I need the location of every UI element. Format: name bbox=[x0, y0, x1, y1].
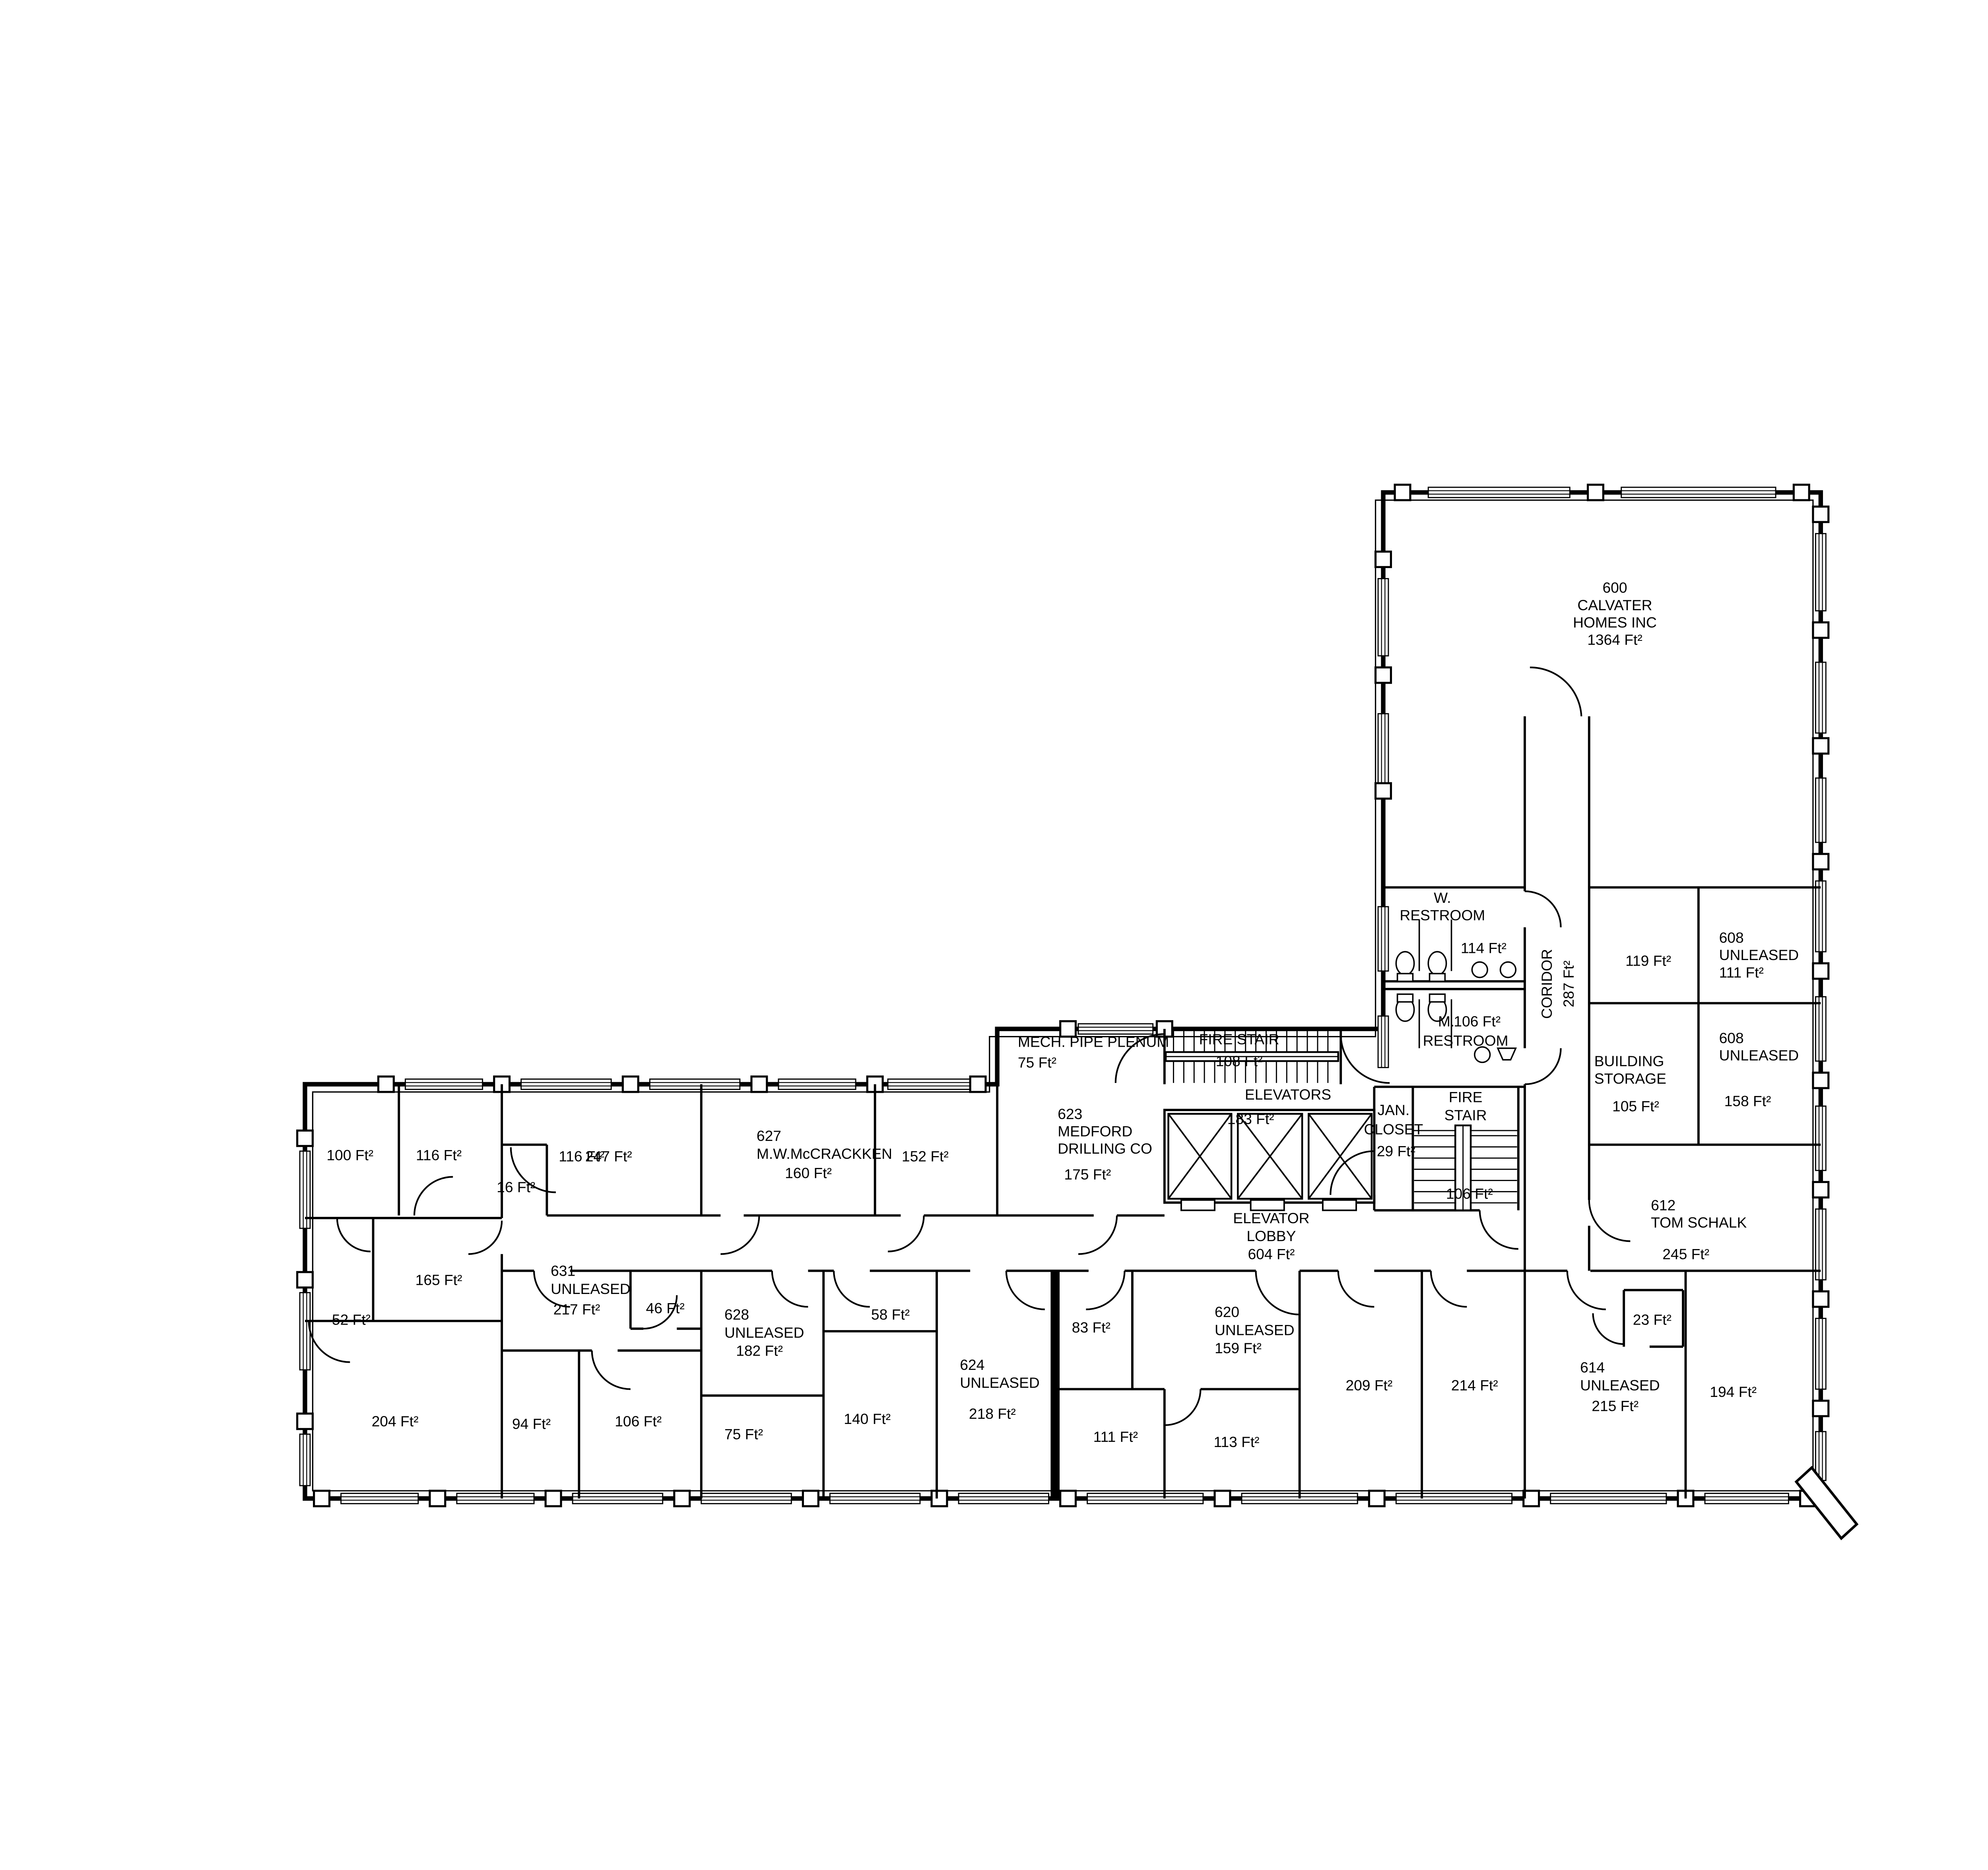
label-room-16-area: 16 Ft² bbox=[497, 1179, 535, 1195]
label-room-140-area: 140 Ft² bbox=[844, 1410, 891, 1427]
sink-icon bbox=[1471, 961, 1517, 1063]
label-room-58-area: 58 Ft² bbox=[871, 1306, 910, 1323]
label-w-restroom-area: 114 Ft² bbox=[1461, 939, 1507, 956]
interior-walls bbox=[305, 716, 1821, 1499]
urinal-icon bbox=[1497, 1048, 1517, 1061]
label-room-214-area: 214 Ft² bbox=[1451, 1377, 1498, 1394]
label-fire-stair-top: FIRE STAIR bbox=[1199, 1031, 1279, 1048]
toilet-icon bbox=[1395, 951, 1447, 1022]
label-room-75-area: 75 Ft² bbox=[724, 1426, 763, 1443]
label-fire-stair-top-area: 108 Ft² bbox=[1216, 1053, 1263, 1069]
label-room-152-area: 152 Ft² bbox=[902, 1148, 949, 1165]
exit-ramp bbox=[1794, 1466, 1859, 1540]
label-room-52-area: 52 Ft² bbox=[332, 1311, 371, 1328]
label-room-119-area: 119 Ft² bbox=[1625, 952, 1671, 969]
label-room-94-area: 94 Ft² bbox=[512, 1416, 551, 1432]
label-elevators: ELEVATORS bbox=[1245, 1086, 1331, 1103]
label-room-165-area: 165 Ft² bbox=[415, 1271, 462, 1288]
label-w-restroom: W.RESTROOM bbox=[1400, 889, 1485, 923]
label-room-100-area: 100 Ft² bbox=[326, 1146, 373, 1163]
label-m-restroom-prefix: M. bbox=[1438, 1013, 1454, 1030]
restroom-fixtures bbox=[1395, 919, 1517, 1063]
door-arcs bbox=[308, 666, 1631, 1426]
label-m-restroom: RESTROOM bbox=[1423, 1032, 1508, 1049]
label-storage-area: 105 Ft² bbox=[1612, 1098, 1659, 1114]
label-room-116b-area: 116 Ft² bbox=[559, 1148, 604, 1165]
label-jan-closet: JAN.CLOSET bbox=[1364, 1102, 1423, 1138]
label-room-608-s-area: 158 Ft² bbox=[1724, 1092, 1771, 1109]
label-room-209-area: 209 Ft² bbox=[1345, 1377, 1392, 1394]
fire-stair-top-geometry bbox=[1165, 1030, 1339, 1083]
label-elevator-lobby-area: 604 Ft² bbox=[1248, 1246, 1295, 1263]
label-room-116-area: 116 Ft² bbox=[416, 1146, 462, 1163]
label-room-623-area: 175 Ft² bbox=[1064, 1166, 1111, 1183]
label-room-46-area: 46 Ft² bbox=[646, 1300, 685, 1316]
label-room-111-area: 111 Ft² bbox=[1093, 1428, 1138, 1445]
label-room-113-area: 113 Ft² bbox=[1213, 1434, 1259, 1450]
elevator-core bbox=[1163, 1109, 1376, 1211]
label-room-106-area: 106 Ft² bbox=[615, 1413, 662, 1430]
label-room-247-area: 247 Ft² bbox=[585, 1148, 632, 1165]
fire-stair-bottom-geometry bbox=[1413, 1124, 1518, 1211]
label-fire-stair-bot-area: 106 Ft² bbox=[1446, 1185, 1493, 1202]
label-room-194-area: 194 Ft² bbox=[1710, 1383, 1757, 1400]
label-room-628-area: 182 Ft² bbox=[736, 1342, 783, 1359]
label-room-612-area: 245 Ft² bbox=[1662, 1246, 1709, 1263]
label-room-83-area: 83 Ft² bbox=[1072, 1319, 1110, 1336]
label-room-204-area: 204 Ft² bbox=[372, 1413, 419, 1430]
label-elevators-area: 183 Ft² bbox=[1227, 1111, 1274, 1127]
label-room-627-area: 160 Ft² bbox=[785, 1165, 832, 1181]
label-m-restroom-area: 106 Ft² bbox=[1454, 1013, 1501, 1030]
stall-partitions bbox=[1418, 919, 1452, 1048]
label-jan-closet-area: 29 Ft² bbox=[1377, 1143, 1415, 1160]
label-room-614-area: 215 Ft² bbox=[1592, 1397, 1639, 1414]
label-room-23-area: 23 Ft² bbox=[1633, 1311, 1672, 1328]
label-room-624-area: 218 Ft² bbox=[969, 1405, 1016, 1422]
label-room-631-area: 217 Ft² bbox=[553, 1301, 600, 1318]
